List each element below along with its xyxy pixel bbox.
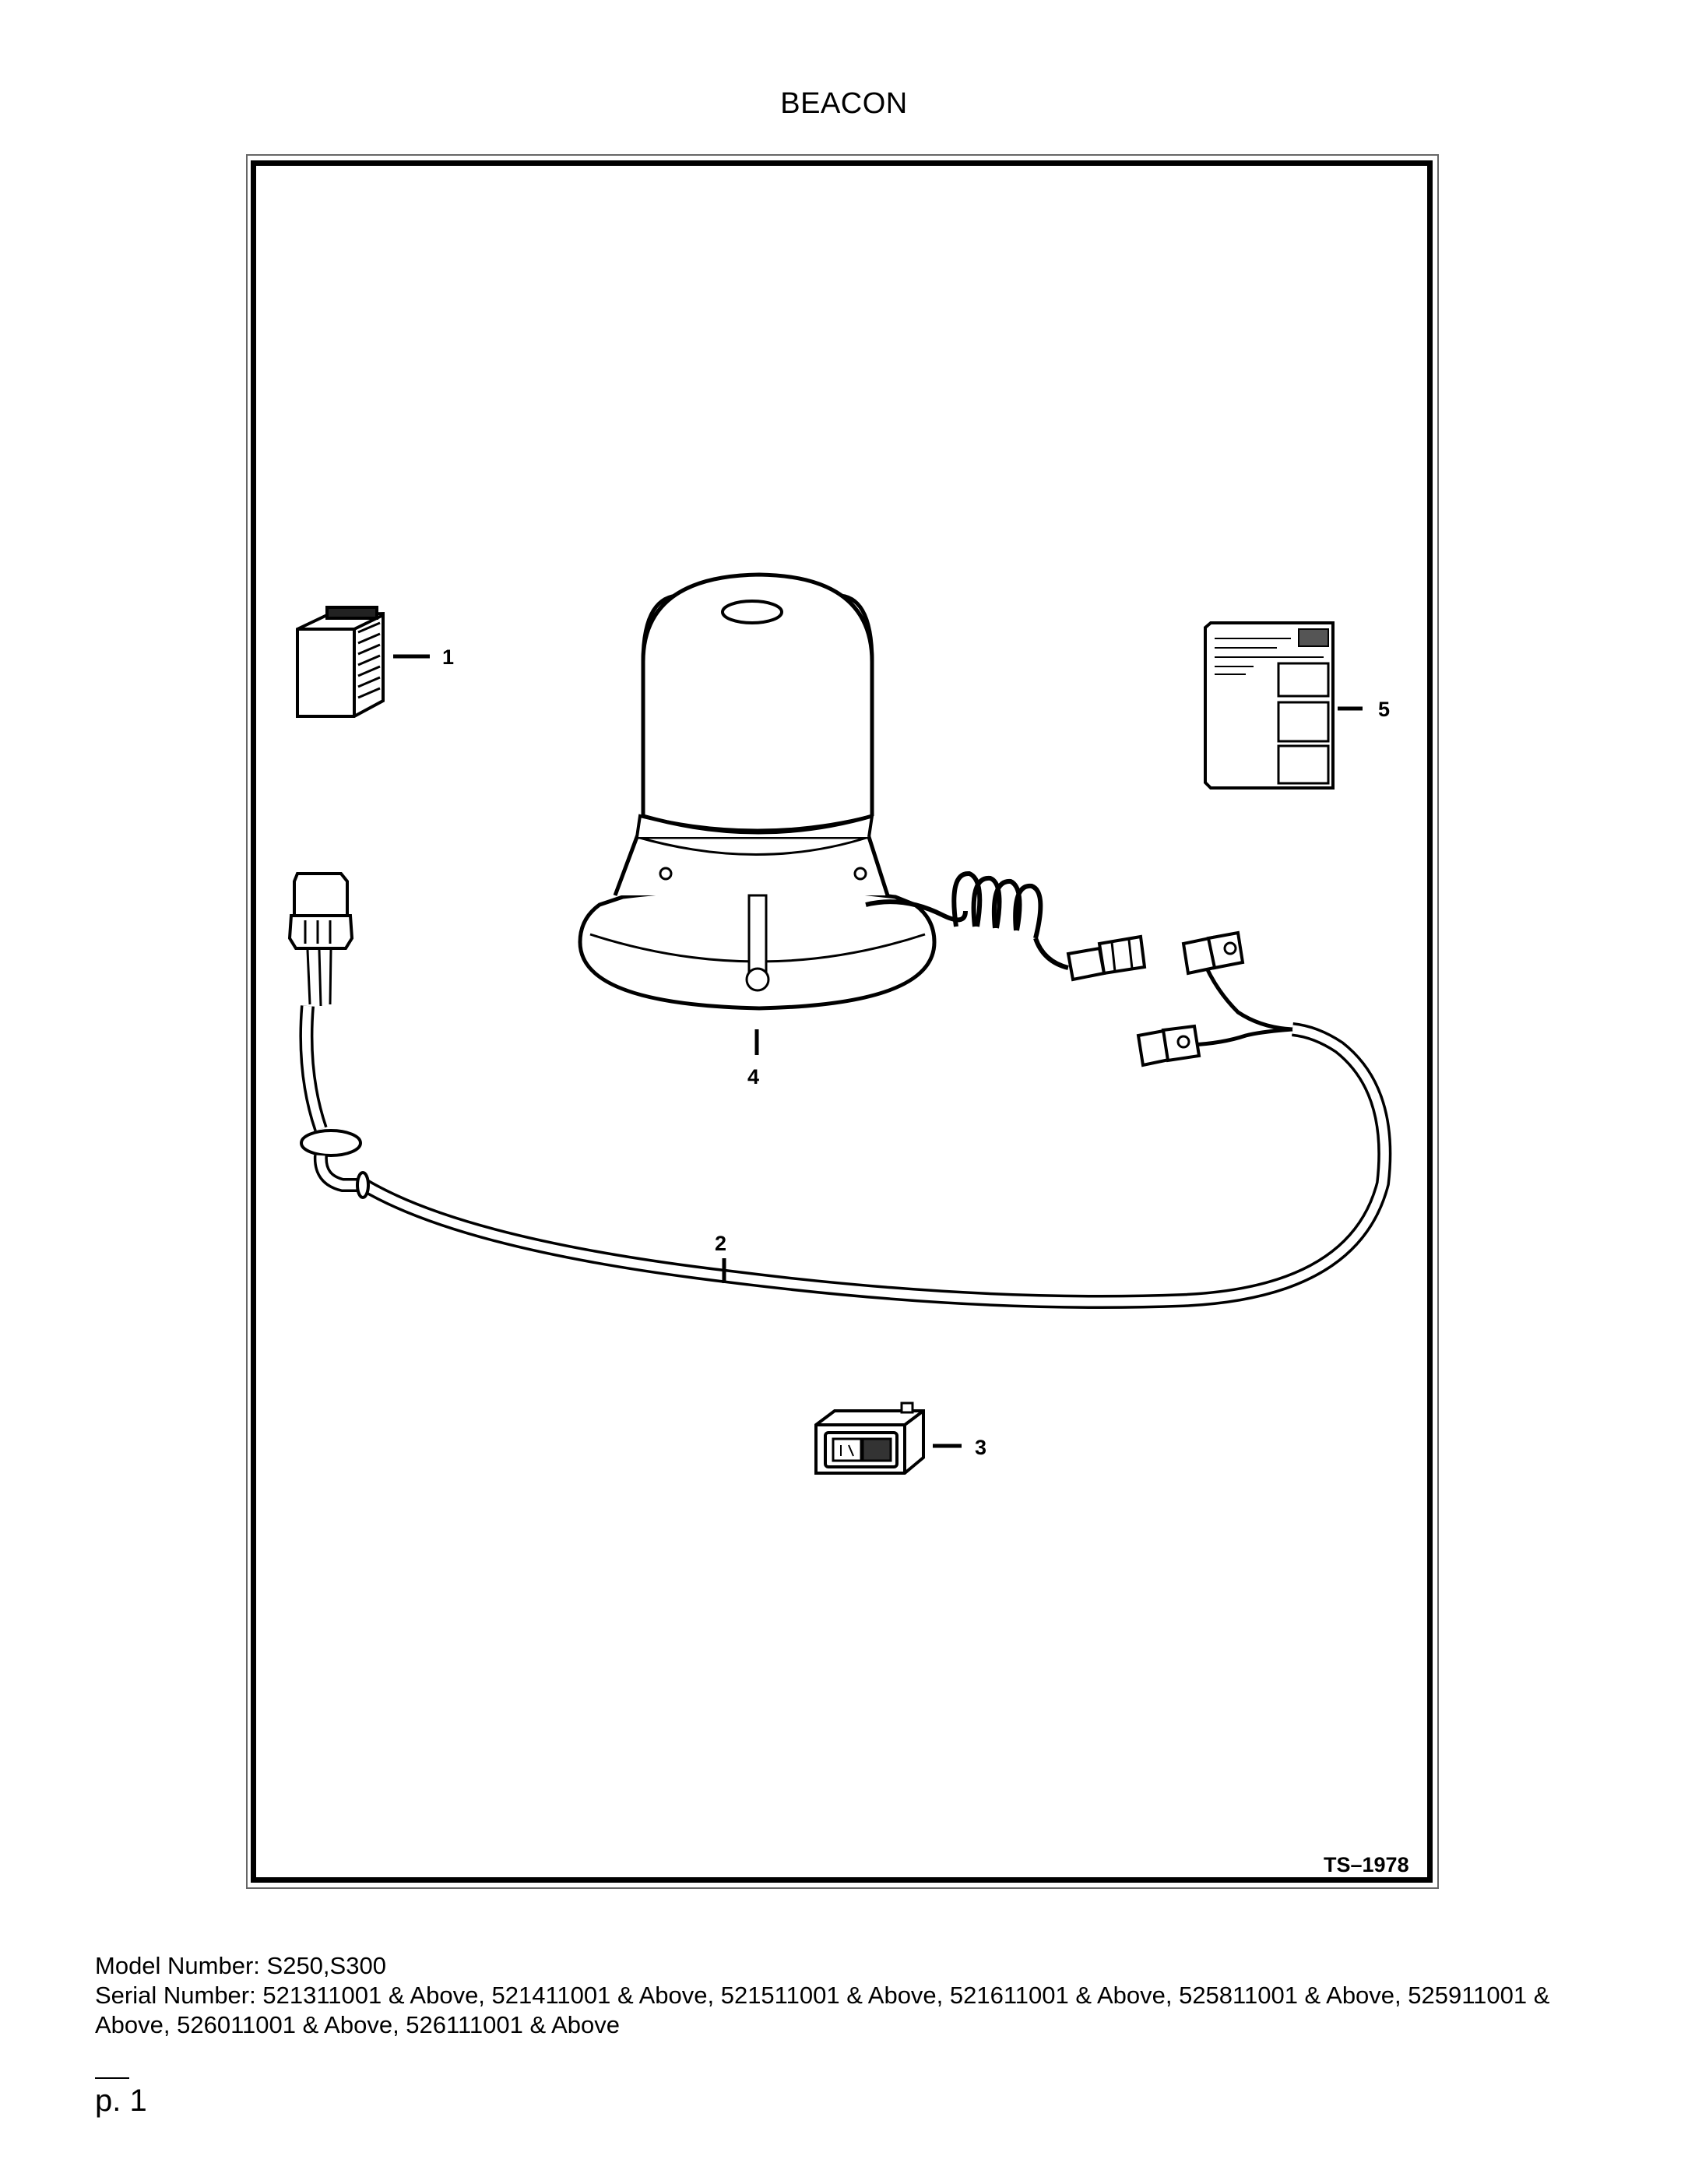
figure-frame-outer — [246, 154, 1439, 1889]
callout-1: 1 — [442, 645, 454, 669]
page-number-rule — [95, 2077, 129, 2079]
page-number: p. 1 — [95, 2084, 147, 2118]
beacon-light-part-4 — [578, 572, 1147, 1011]
model-serial-info: Model Number: S250,S300 Serial Number: 5… — [95, 1951, 1621, 2040]
rocker-switch-part-3 — [814, 1401, 925, 1475]
callout-5: 5 — [1378, 698, 1390, 721]
decal-sheet-part-5 — [1204, 621, 1335, 790]
model-number: Model Number: S250,S300 — [95, 1952, 386, 1979]
callout-2: 2 — [715, 1232, 726, 1255]
wire-harness-part-2 — [287, 872, 1392, 1309]
callout-3: 3 — [975, 1436, 986, 1459]
figure-frame — [251, 160, 1433, 1883]
serial-number: Serial Number: 521311001 & Above, 521411… — [95, 1982, 1550, 2038]
relay-part-1 — [296, 606, 385, 718]
callout-4: 4 — [747, 1065, 759, 1088]
page-title: BEACON — [780, 87, 908, 120]
figure-reference: TS–1978 — [1324, 1853, 1409, 1876]
